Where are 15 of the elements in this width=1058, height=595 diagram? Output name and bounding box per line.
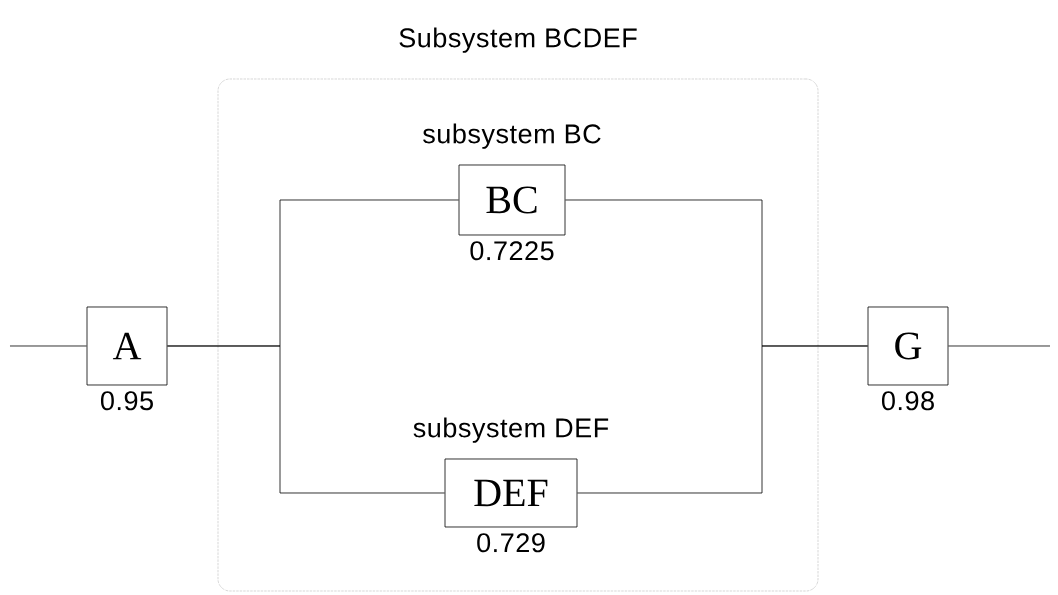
reliability-value: 0.98 — [881, 391, 934, 411]
reliability-value: 0.729 — [477, 533, 545, 553]
component-box: A — [86, 306, 168, 386]
connector-line — [577, 345, 868, 494]
component-box: BC — [458, 164, 566, 236]
subsystem-label: subsystem BC — [423, 123, 601, 149]
subsystem-title: Subsystem BCDEF — [399, 27, 637, 53]
connector-line — [948, 345, 1051, 347]
component-box: DEF — [444, 458, 578, 528]
reliability-value: 0.95 — [100, 391, 153, 411]
component-box: G — [867, 306, 949, 386]
reliability-value: 0.7225 — [470, 241, 554, 261]
subsystem-label: subsystem DEF — [413, 417, 609, 443]
connector-line — [167, 345, 445, 494]
connector-line — [9, 345, 87, 347]
